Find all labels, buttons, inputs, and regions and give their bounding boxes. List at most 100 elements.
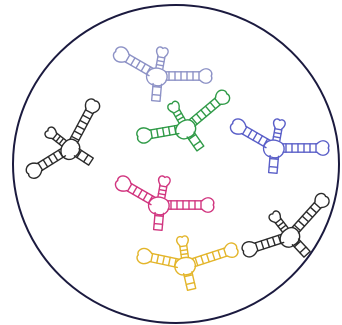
base-pair-rung [173,110,179,114]
base-pair-rung [243,127,247,134]
hairpin-loop [228,117,247,137]
stem-strand-bottom [280,129,282,141]
right-arm [188,88,232,128]
left-arm [136,247,180,271]
base-pair-rung [159,190,166,191]
base-pair-rung [310,207,316,213]
hairpin-loop [136,127,152,144]
base-pair-rung [280,225,286,229]
base-pair-rung [175,113,181,117]
base-pair-rung [151,254,153,262]
stem-strand-top [158,185,160,197]
molecule-lavender-placement [111,45,212,102]
base-pair-rung [77,126,84,130]
junction-loop [149,197,170,215]
molecule-yellow-placement [132,219,245,304]
stem-strand-bottom [165,186,167,198]
hairpin-loop [136,247,152,265]
base-pair-rung [153,87,161,88]
base-pair-rung [196,114,201,120]
base-pair-rung [59,138,63,144]
molecule-black-right-placement [235,175,342,288]
hairpin-loop [317,141,329,155]
base-pair-rung [186,283,194,285]
right-arm [191,242,239,270]
base-pair-rung [158,194,165,195]
hairpin-loop [214,88,232,107]
base-pair-rung [152,95,160,96]
hairpin-loop [313,191,332,209]
base-pair-rung [141,64,145,71]
base-pair-rung [157,61,164,62]
base-pair-rung [201,110,206,116]
base-pair-rung [168,257,170,265]
left-arm [111,45,155,79]
hairpin-loop [158,175,171,186]
base-pair-rung [269,167,277,168]
base-pair-rung [126,55,130,62]
base-pair-rung [276,219,282,223]
hairpin-loop [156,46,169,57]
junction-loop [277,224,304,251]
base-pair-rung [261,241,264,249]
tail-end [152,96,161,102]
base-pair-rung [267,239,270,247]
base-pair-rung [84,155,89,162]
base-pair-rung [212,252,215,260]
stem-strand-bottom [187,245,189,257]
hairpin-loop [202,198,214,212]
hairpin-loop [111,45,130,65]
stem-strand-bottom [152,253,179,259]
tail-end [84,155,93,165]
hairpin-loop [113,174,132,194]
base-pair-rung [151,130,152,138]
base-pair-rung [273,137,280,138]
molecule-lavender [111,45,212,102]
hairpin-loop [44,126,58,141]
tail-end [154,225,163,231]
base-pair-rung [306,212,312,218]
base-pair-rung [218,250,221,258]
base-pair-rung [278,222,284,226]
base-pair-rung [275,129,282,130]
base-pair-rung [160,186,167,187]
molecule-green [130,69,243,177]
upper-arm [156,175,171,198]
base-pair-rung [224,248,227,256]
base-pair-rung [136,61,140,68]
base-pair-rung [53,153,57,160]
base-pair-rung [80,120,87,124]
stem-strand-top [180,246,182,258]
base-pair-rung [163,128,164,136]
base-pair-rung [255,243,258,251]
base-pair-rung [131,58,135,65]
base-pair-rung [56,136,60,142]
base-pair-rung [156,65,163,66]
hairpin-loop [268,210,283,224]
base-pair-rung [143,193,147,200]
upper-arm [176,235,190,257]
base-pair-rung [133,187,137,194]
base-pair-rung [174,126,175,134]
base-pair-rung [43,160,47,167]
base-pair-rung [302,216,308,222]
base-pair-rung [86,110,93,114]
base-pair-rung [248,130,252,137]
base-pair-rung [157,129,158,137]
stem-strand-bottom [150,125,178,130]
base-pair-rung [157,255,159,263]
base-pair-rung [270,159,278,160]
stem-strand-top [192,272,195,284]
stem-strand-bottom [163,57,165,69]
base-pair-rung [314,203,320,209]
molecule-green-placement [130,69,243,177]
stem-strand-top [70,109,86,139]
stem-strand-top [292,202,315,227]
base-pair-rung [181,254,188,255]
base-pair-rung [274,133,281,134]
molecule-yellow [132,219,245,304]
stem-strand-top [151,134,179,139]
tail-end [269,168,278,174]
